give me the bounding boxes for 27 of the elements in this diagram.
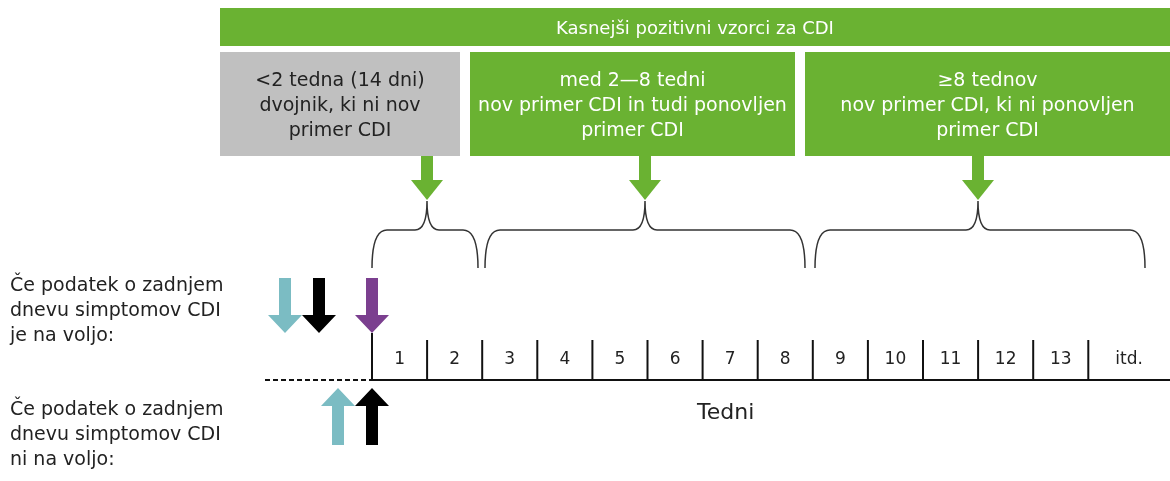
note-text: Če podatek o zadnjem dnevu simptomov CDI ni na voljo: <box>10 396 225 471</box>
week-number: 10 <box>883 347 908 370</box>
period-box: med 2—8 tedni nov primer CDI in tudi ponovljen primer CDI <box>470 52 795 156</box>
week-number: 7 <box>723 347 737 370</box>
week-number: 8 <box>778 347 792 370</box>
week-number: 1 <box>393 347 406 370</box>
week-number: 11 <box>938 347 963 370</box>
arrow <box>962 156 994 200</box>
bracket <box>814 200 1146 269</box>
week-number: 5 <box>613 347 627 370</box>
week-number: 6 <box>668 347 682 370</box>
arrow <box>629 156 661 200</box>
axis-title: Tedni <box>697 398 755 426</box>
week-number: itd. <box>1114 347 1144 370</box>
banner: Kasnejši pozitivni vzorci za CDI <box>220 8 1170 46</box>
arrow <box>411 156 443 200</box>
bracket <box>484 200 806 269</box>
week-number: 12 <box>993 347 1018 370</box>
week-number: 2 <box>448 347 462 370</box>
bracket <box>371 200 479 269</box>
period-box: ≥8 tednov nov primer CDI, ki ni ponovljen primer CDI <box>805 52 1170 156</box>
week-number: 4 <box>558 347 572 370</box>
period-box: <2 tedna (14 dni) dvojnik, ki ni nov primer CDI <box>220 52 460 156</box>
week-number: 13 <box>1048 347 1073 370</box>
week-number: 3 <box>503 347 517 370</box>
week-number: 9 <box>833 347 847 370</box>
note-text: Če podatek o zadnjem dnevu simptomov CDI je na voljo: <box>10 272 225 347</box>
